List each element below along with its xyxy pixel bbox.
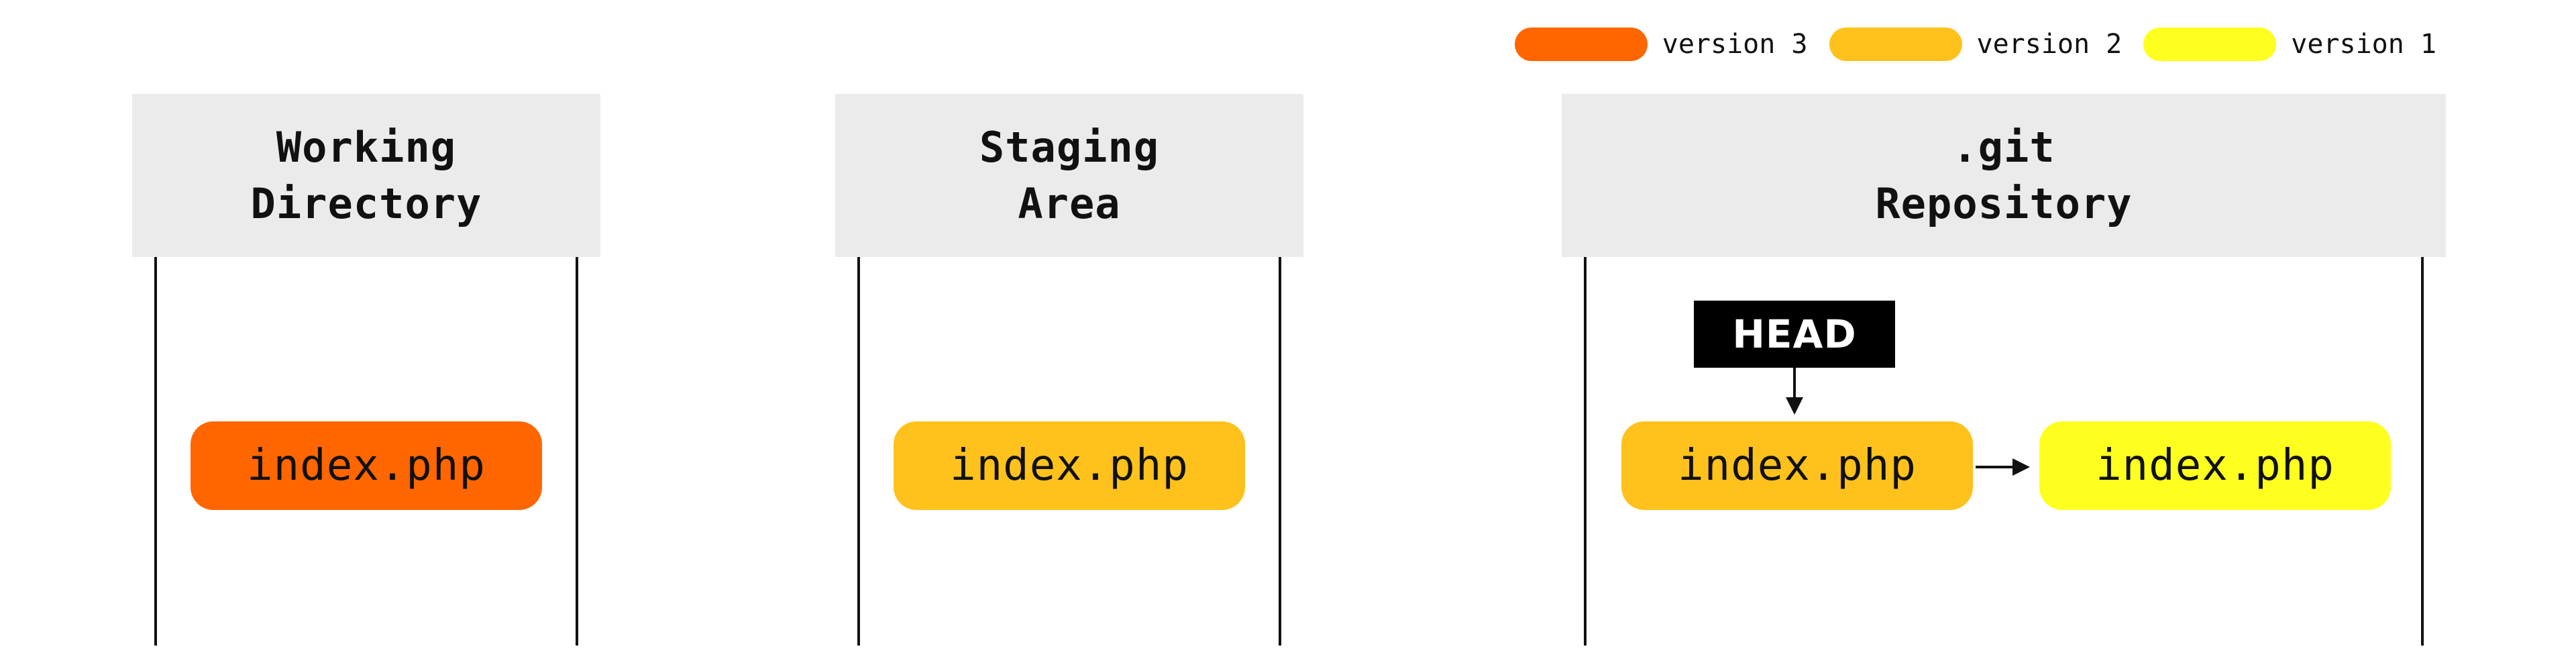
legend-swatch — [1514, 28, 1648, 61]
legend: version 3 version 2 version 1 — [1514, 27, 2436, 62]
legend-label: version 2 — [1976, 29, 2123, 60]
parent-arrow-tip — [2012, 458, 2030, 476]
staging-area-column: Staging Area index.php — [835, 94, 1303, 646]
column-divider-left — [154, 257, 157, 646]
legend-label: version 3 — [1662, 29, 1808, 60]
legend-item-version-2: version 2 — [1829, 27, 2123, 62]
column-title: Staging Area — [979, 122, 1160, 228]
head-pointer-label: HEAD — [1694, 301, 1895, 368]
column-divider-right — [576, 257, 578, 646]
head-arrow-tip — [1786, 397, 1803, 415]
repository-column: .git Repository HEAD index.php index.php — [1562, 94, 2446, 646]
column-title: .git Repository — [1875, 122, 2133, 228]
working-directory-column: Working Directory index.php — [132, 94, 600, 646]
column-divider-left — [1584, 257, 1587, 646]
head-commit-file: index.php — [1621, 421, 1973, 510]
legend-item-version-3: version 3 — [1514, 27, 1808, 62]
working-directory-header: Working Directory — [132, 94, 600, 257]
column-title: Working Directory — [250, 122, 482, 228]
working-directory-file: index.php — [191, 421, 542, 510]
staging-area-header: Staging Area — [835, 94, 1303, 257]
parent-commit-file: index.php — [2039, 421, 2391, 510]
legend-item-version-1: version 1 — [2143, 27, 2436, 62]
column-divider-left — [857, 257, 860, 646]
repository-header: .git Repository — [1562, 94, 2446, 257]
legend-swatch — [1829, 28, 1962, 61]
legend-swatch — [2143, 28, 2277, 61]
column-divider-right — [1279, 257, 1281, 646]
legend-label: version 1 — [2291, 29, 2436, 60]
staging-area-file: index.php — [894, 421, 1245, 510]
column-divider-right — [2421, 257, 2424, 646]
